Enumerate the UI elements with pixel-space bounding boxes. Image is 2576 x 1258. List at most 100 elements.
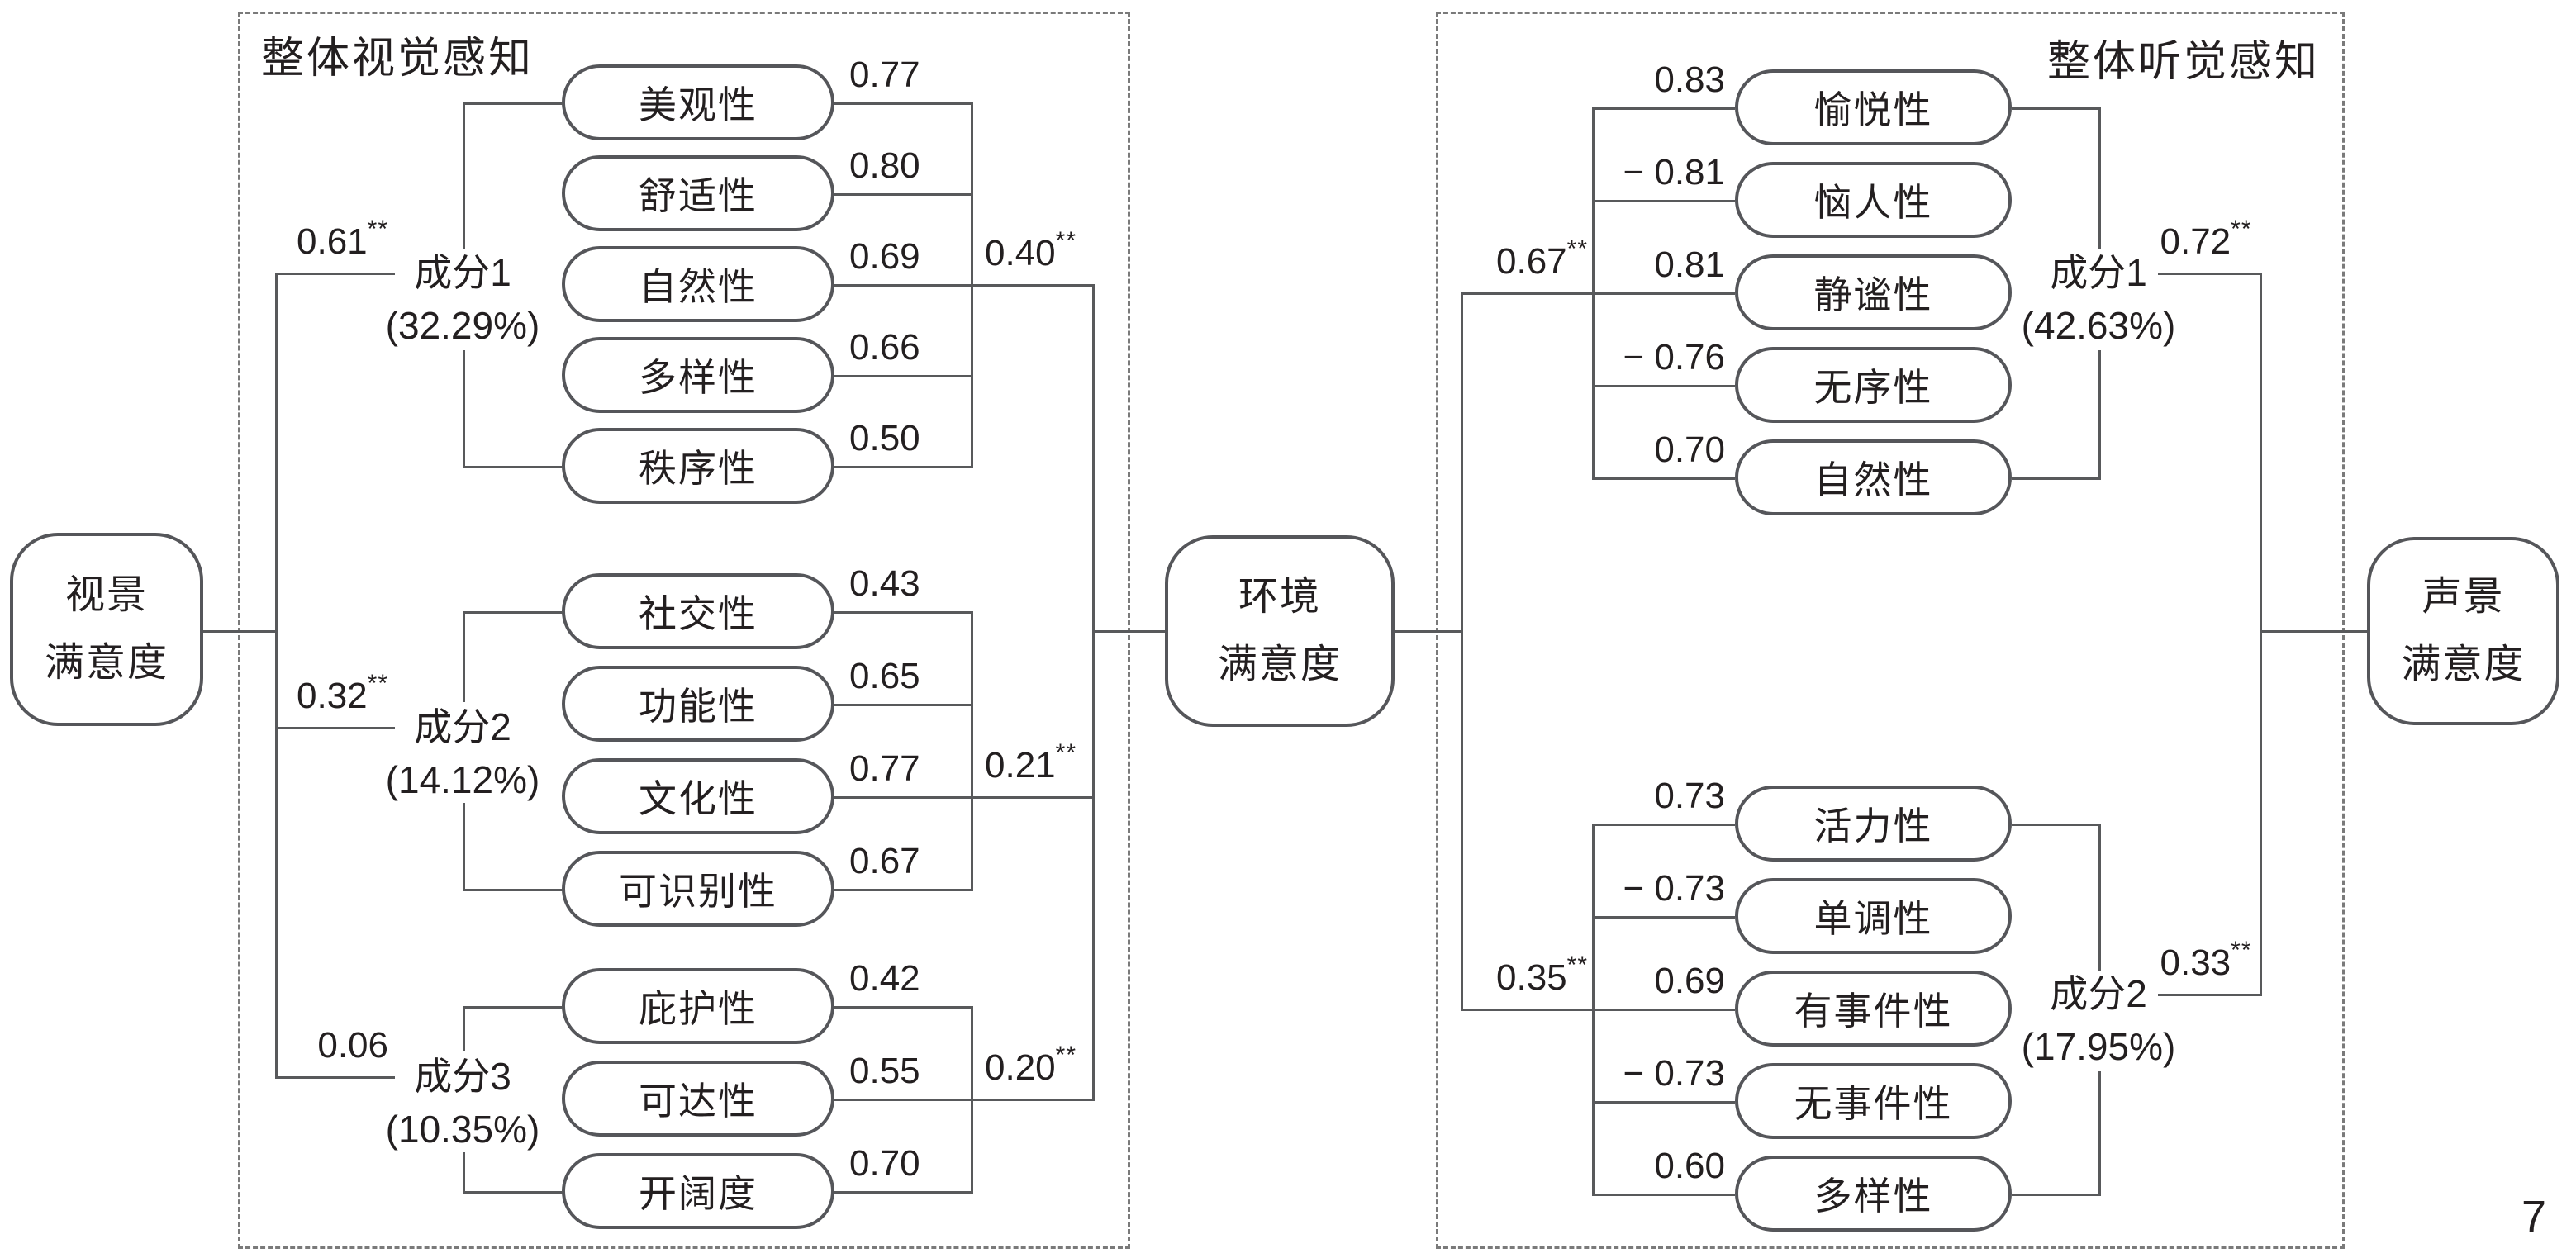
loading-line (834, 375, 972, 377)
indicator-node-wushijianxing: 无事件性 (1735, 1063, 2012, 1139)
component-out-line (971, 796, 1095, 799)
bracket-line (463, 1152, 465, 1194)
component-out-line (971, 284, 1095, 287)
loading-value: − 0.81 (1623, 152, 1725, 192)
component-variance: (14.12%) (385, 758, 540, 801)
path-coefficient-value: 0.32 (297, 676, 368, 716)
component-out-line (2260, 630, 2262, 996)
indicator-node-kedaxing: 可达性 (562, 1061, 834, 1137)
indicator-node-wenhuaxing: 文化性 (562, 758, 834, 834)
indicator-label: 多样性 (639, 356, 758, 399)
path-coefficient-value: 0.20 (985, 1047, 1056, 1088)
loading-line (834, 796, 972, 799)
converging-line (971, 611, 973, 891)
visual-panel-title: 整体视觉感知 (261, 35, 535, 83)
visual-satisfaction-label-line1: 视景 (64, 573, 148, 617)
significance-stars: ** (367, 216, 388, 243)
bracket-line (2098, 107, 2101, 249)
indicator-node-keshibiexing: 可识别性 (562, 851, 834, 927)
elbow-line (2012, 1194, 2101, 1196)
indicator-node-naorenxing: 恼人性 (1735, 162, 2012, 238)
loading-value: 0.69 (1654, 961, 1725, 1001)
indicator-label: 多样性 (1813, 1175, 1933, 1218)
loading-line (1592, 824, 1735, 826)
path-coefficient-label: 0.32** (263, 670, 388, 717)
branch-line (1461, 1009, 1594, 1011)
indicator-label: 无序性 (1813, 366, 1933, 409)
connector-line (1092, 630, 1165, 633)
component-name: 成分1 (2050, 251, 2147, 294)
indicator-label: 开阔度 (639, 1172, 758, 1215)
component-variance: (32.29%) (385, 304, 540, 347)
component-variance: (42.63%) (2021, 304, 2176, 347)
loading-line (1592, 1194, 1735, 1196)
loading-line (1592, 200, 1735, 202)
elbow-line (463, 102, 563, 105)
path-coefficient-label: 0.61** (263, 216, 388, 263)
elbow-line (2012, 824, 2101, 826)
significance-stars: ** (367, 670, 388, 697)
loading-value: 0.66 (849, 327, 920, 368)
indicator-label: 无事件性 (1794, 1082, 1953, 1125)
indicator-label: 功能性 (639, 685, 758, 728)
loading-line (834, 889, 972, 891)
elbow-line (463, 611, 563, 614)
loading-value: 0.77 (849, 55, 920, 95)
indicator-label: 恼人性 (1813, 181, 1933, 224)
indicator-node-wuxuxing: 无序性 (1735, 347, 2012, 423)
bracket-line (463, 611, 465, 702)
loading-value: 0.65 (849, 656, 920, 696)
indicator-label: 静谧性 (1813, 273, 1933, 316)
loading-value: 0.70 (1654, 430, 1725, 470)
elbow-line (463, 1006, 563, 1009)
component-name: 成分2 (2050, 972, 2147, 1015)
component-out-line (2260, 273, 2262, 633)
indicator-node-bihuxing: 庇护性 (562, 968, 834, 1044)
loading-line (834, 704, 972, 706)
significance-stars: ** (1055, 227, 1077, 254)
path-coefficient-label: 0.20** (985, 1042, 1077, 1089)
loading-value: 0.73 (1654, 776, 1725, 816)
loading-line (834, 102, 972, 105)
loading-line (834, 1191, 972, 1194)
path-coefficient-value: 0.72 (2160, 221, 2231, 262)
indicator-node-zhixuxing: 秩序性 (562, 428, 834, 504)
loading-value: 0.55 (849, 1051, 920, 1091)
loading-value: 0.77 (849, 748, 920, 789)
indicator-node-jingmixing: 静谧性 (1735, 254, 2012, 330)
loading-line (1592, 916, 1735, 919)
path-coefficient-value: 0.40 (985, 233, 1056, 273)
soundscape-satisfaction-label-line1: 声景 (2422, 575, 2505, 619)
bracket-line (463, 803, 465, 891)
component-name: 成分1 (414, 251, 511, 294)
environment-satisfaction-label-line2: 满意度 (1217, 643, 1342, 686)
collector-line (1092, 284, 1095, 1101)
elbow-line (463, 466, 563, 468)
path-coefficient-label: 0.21** (985, 739, 1077, 786)
loading-value: 0.43 (849, 563, 920, 604)
path-coefficient-value: 0.61 (297, 221, 368, 262)
component-name: 成分3 (414, 1055, 511, 1098)
indicator-label: 秩序性 (639, 447, 758, 490)
connector-line (1395, 630, 1462, 633)
indicator-node-gongnengxing: 功能性 (562, 666, 834, 742)
indicator-node-meiguanxing: 美观性 (562, 64, 834, 140)
loading-line (834, 611, 972, 614)
indicator-node-kaikuodu: 开阔度 (562, 1153, 834, 1229)
path-coefficient-label: 0.06 (263, 1025, 388, 1066)
path-coefficient-label: 0.72** (2148, 216, 2264, 263)
loading-line (834, 466, 972, 468)
indicator-label: 舒适性 (639, 174, 758, 217)
indicator-label: 单调性 (1813, 897, 1933, 940)
indicator-label: 可达性 (639, 1080, 758, 1123)
indicator-node-duoyangxing-v: 多样性 (562, 337, 834, 413)
visual-satisfaction-label-line2: 满意度 (44, 641, 169, 685)
indicator-node-shejiaoxing: 社交性 (562, 573, 834, 649)
indicator-label: 自然性 (639, 265, 758, 308)
significance-stars: ** (1055, 1042, 1077, 1069)
loading-line (1592, 107, 1735, 110)
loading-value: 0.42 (849, 958, 920, 999)
connector-line (203, 630, 278, 633)
path-coefficient-label: 0.40** (985, 227, 1077, 274)
